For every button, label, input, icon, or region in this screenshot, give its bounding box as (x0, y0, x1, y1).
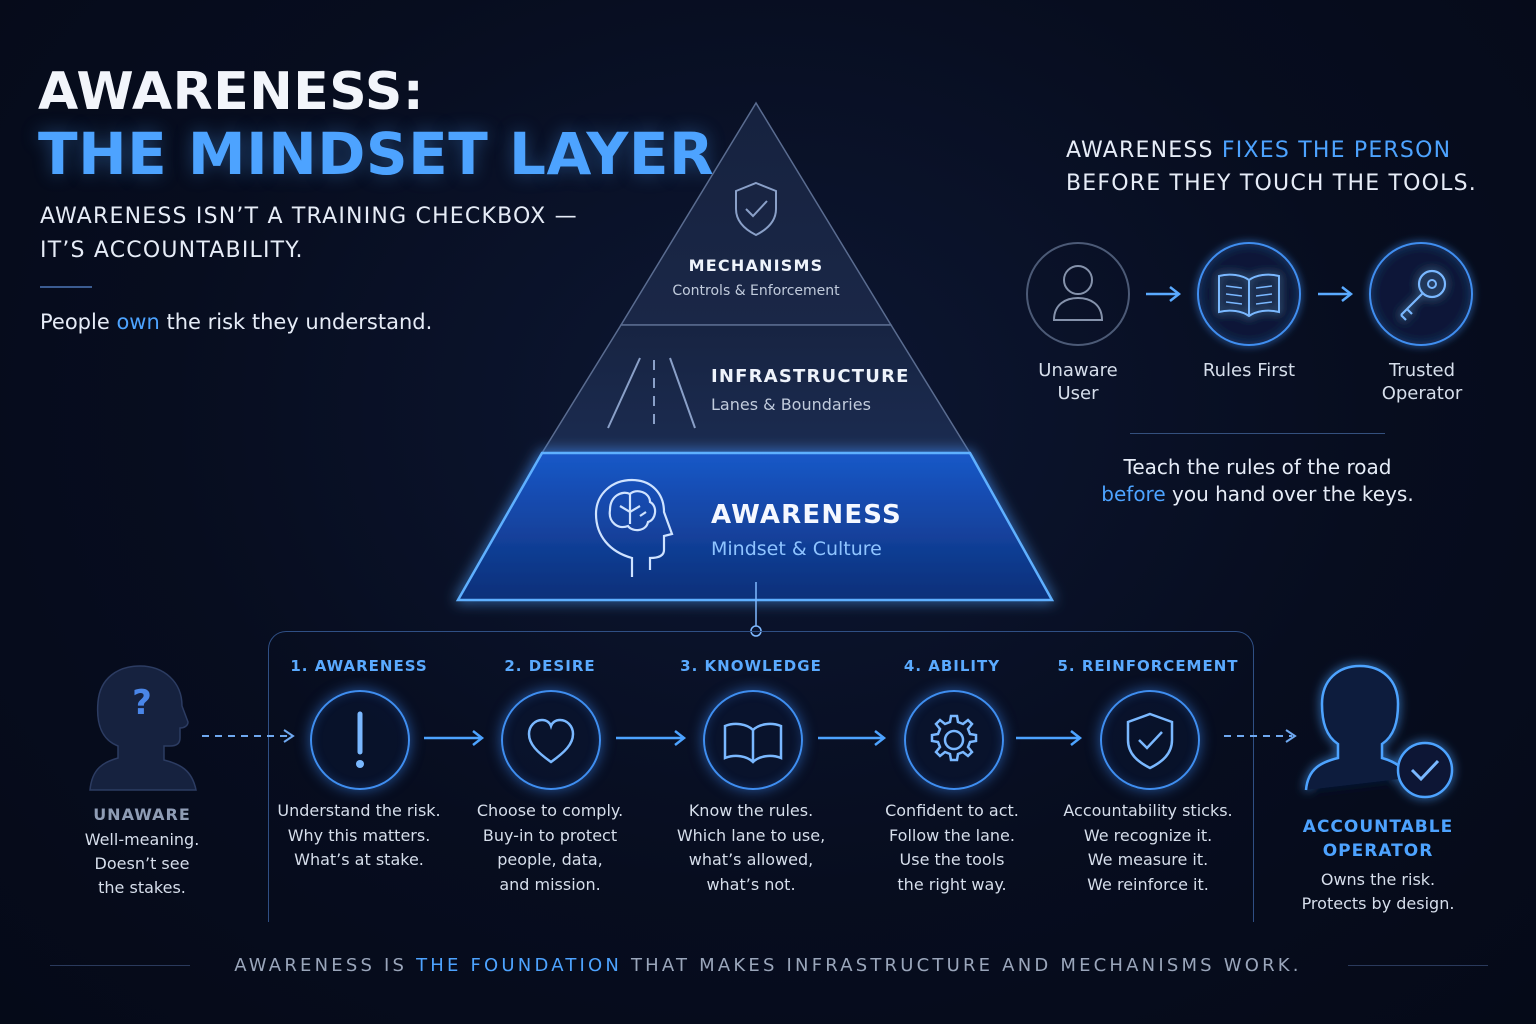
journey-label-rules: Rules First (1179, 359, 1319, 382)
stage-circle-desire (501, 690, 601, 790)
layer-infrastructure-subtitle: Lanes & Boundaries (711, 395, 871, 414)
arrow-icon (616, 730, 687, 746)
stage-desc-reinforcement: Accountability sticks. We recognize it. … (1063, 801, 1233, 894)
user-icon (1026, 242, 1130, 346)
stage-desc-knowledge: Know the rules. Which lane to use, what’… (676, 801, 826, 894)
divider-right (1130, 433, 1385, 434)
right-headline: AWARENESS FIXES THE PERSON BEFORE THEY T… (1066, 134, 1477, 200)
subtitle-line-2: IT’S ACCOUNTABILITY. (40, 238, 304, 263)
tagline: People own the risk they understand. (40, 310, 432, 334)
footer-rule-left (50, 965, 190, 966)
title-line-2: THE MINDSET LAYER (38, 120, 715, 188)
footer-post: THAT MAKES INFRASTRUCTURE AND MECHANISMS… (622, 955, 1302, 976)
footer-pre: AWARENESS IS (234, 955, 417, 976)
subtitle-line-1: AWARENESS ISN’T A TRAINING CHECKBOX — (40, 204, 578, 229)
brain-head-icon (594, 478, 674, 577)
stage-graphics: ? (89, 664, 1454, 799)
stage-title-ability: 4. ABILITY (903, 657, 1001, 675)
journey-label-rules-text: Rules First (1202, 360, 1296, 381)
heart-icon (527, 718, 575, 764)
journey-label-unaware: Unaware User (1008, 359, 1148, 405)
arrow-icon (818, 730, 887, 746)
stage-circle-ability (904, 690, 1004, 790)
teach-accent: before (1101, 482, 1166, 506)
stage-circle-reinforcement (1100, 690, 1200, 790)
title-line-1: AWARENESS: (38, 62, 425, 122)
dashed-arrow-icon (1224, 729, 1297, 743)
question-head-icon: ? (89, 665, 197, 791)
layer-mechanisms-subtitle: Controls & Enforcement (672, 283, 840, 299)
journey-icons (1026, 242, 1473, 346)
stage-title-desire: 2. DESIRE (504, 657, 596, 675)
start-title: UNAWARE (93, 805, 191, 824)
stage-desc-desire: Choose to comply. Buy-in to protect peop… (476, 801, 624, 894)
gear-icon (930, 714, 978, 762)
arrow-icon (1016, 730, 1083, 746)
arrow-icon (1146, 286, 1182, 302)
footer-text: AWARENESS IS THE FOUNDATION THAT MAKES I… (0, 955, 1536, 976)
stage-desc-awareness: Understand the risk. Why this matters. W… (277, 801, 441, 869)
road-lanes-icon (607, 357, 696, 429)
svg-text:?: ? (132, 683, 152, 723)
layer-mechanisms-title: MECHANISMS (688, 256, 824, 275)
tagline-accent: own (116, 310, 160, 334)
right-headline-line-1: AWARENESS FIXES THE PERSON (1066, 134, 1477, 167)
teach-line-1: Teach the rules of the road (1123, 455, 1392, 479)
right-headline-pre: AWARENESS (1066, 138, 1222, 163)
end-title: ACCOUNTABLE OPERATOR (1302, 817, 1454, 861)
divider-left (40, 286, 92, 288)
layer-mechanisms-text: MECHANISMS (689, 256, 822, 275)
stage-circle-knowledge (703, 690, 803, 790)
book-icon (723, 722, 783, 764)
right-headline-line-2: BEFORE THEY TOUCH THE TOOLS. (1066, 171, 1477, 196)
tagline-post: the risk they understand. (159, 310, 433, 334)
teach-line-2: before you hand over the keys. (1080, 481, 1435, 508)
tagline-pre: People (40, 310, 117, 334)
layer-awareness-title: AWARENESS (711, 500, 902, 530)
shield-check-icon (1126, 712, 1174, 770)
arrow-icon (424, 730, 485, 746)
end-desc: Owns the risk. Protects by design. (1301, 870, 1455, 913)
stage-circle-awareness (310, 690, 410, 790)
teach-line-2-post: you hand over the keys. (1165, 482, 1414, 506)
layer-awareness-subtitle: Mindset & Culture (711, 538, 882, 560)
stage-title-knowledge: 3. KNOWLEDGE (680, 657, 822, 675)
stage-title-awareness: 1. AWARENESS (290, 657, 428, 675)
open-book-icon (1197, 242, 1301, 346)
journey-label-unaware-text: Unaware User (1038, 360, 1118, 404)
arrow-icon (1318, 286, 1354, 302)
journey-label-trusted-text: Trusted Operator (1381, 360, 1463, 404)
stages-frame (268, 631, 1254, 922)
key-icon (1369, 242, 1473, 346)
stage-title-reinforcement: 5. REINFORCEMENT (1057, 657, 1239, 675)
right-headline-accent: FIXES THE PERSON (1221, 138, 1452, 163)
exclamation-icon (356, 711, 364, 768)
dashed-arrow-icon (202, 729, 295, 743)
stage-desc-ability: Confident to act. Follow the lane. Use t… (885, 801, 1019, 894)
start-desc: Well-meaning. Doesn’t see the stakes. (84, 830, 200, 897)
layer-infrastructure-title: INFRASTRUCTURE (711, 366, 910, 387)
footer-rule-right (1348, 965, 1488, 966)
teach-text: Teach the rules of the road before you h… (1080, 454, 1435, 508)
subtitle: AWARENESS ISN’T A TRAINING CHECKBOX — IT… (40, 200, 578, 268)
operator-check-icon (1304, 664, 1454, 799)
footer-accent: THE FOUNDATION (416, 955, 623, 976)
shield-check-icon (735, 181, 777, 237)
journey-label-trusted: Trusted Operator (1352, 359, 1492, 405)
pyramid-layer-infrastructure (540, 324, 972, 454)
